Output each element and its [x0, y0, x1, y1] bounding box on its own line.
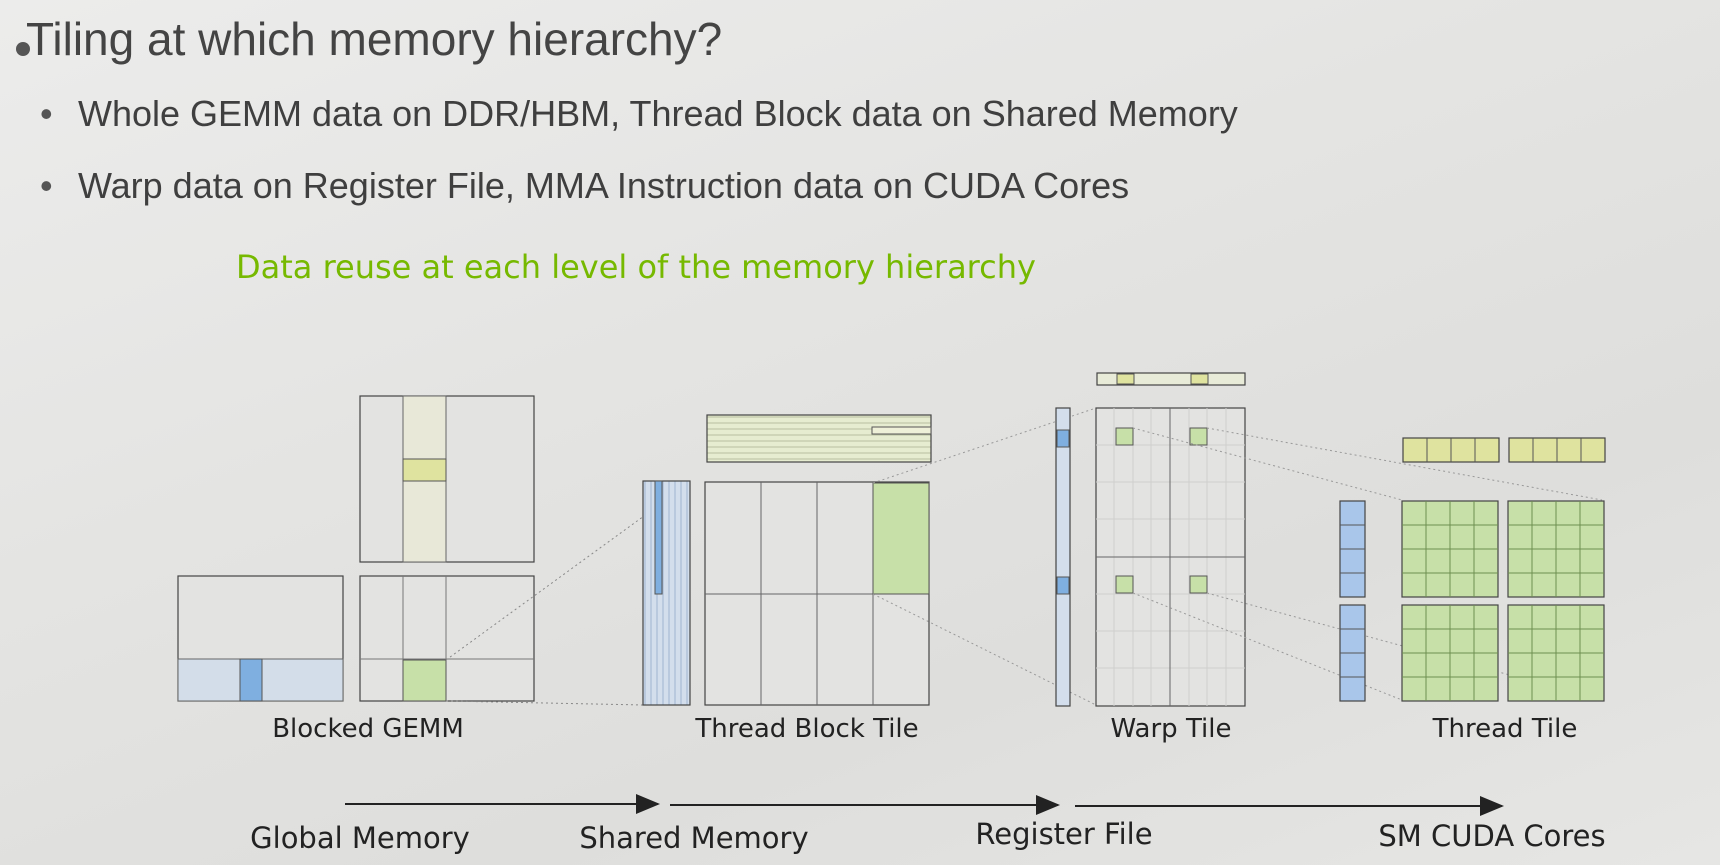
thread-block-tile-group: [642, 414, 932, 706]
warp-b-fragment: [1116, 373, 1135, 385]
thread-accumulator-tile: [1401, 500, 1499, 598]
warp-thread-tile: [1189, 427, 1208, 446]
thread-block-a-fragment: [654, 480, 663, 595]
slide-title-text: Tiling at which memory hierarchy?: [26, 13, 723, 65]
blocked-gemm-c-matrix: [359, 575, 535, 702]
warp-a-fragment: [1056, 576, 1070, 595]
slide-title: Tiling at which memory hierarchy?: [16, 12, 723, 66]
slide-subtitle: Data reuse at each level of the memory h…: [236, 248, 1036, 286]
warp-thread-tile: [1115, 575, 1134, 594]
memory-label-register: Register File: [975, 817, 1153, 851]
blocked-gemm-a-tile: [239, 658, 263, 702]
bullet-item: Warp data on Register File, MMA Instruct…: [40, 164, 1238, 208]
blocked-gemm-c-tile: [402, 659, 447, 702]
warp-thread-tile: [1115, 427, 1134, 446]
warp-thread-tile: [1189, 575, 1208, 594]
thread-a-fragment: [1339, 500, 1366, 598]
blocked-gemm-b-matrix: [359, 395, 535, 563]
thread-accumulator-tile: [1401, 604, 1499, 702]
projection-lines-1: [445, 515, 645, 706]
bullet-list: Whole GEMM data on DDR/HBM, Thread Block…: [40, 92, 1238, 236]
memory-label-cores: SM CUDA Cores: [1378, 819, 1606, 853]
tile-label-thread: Thread Tile: [1432, 714, 1578, 744]
thread-accumulator-tile: [1507, 500, 1605, 598]
memory-label-global: Global Memory: [250, 821, 470, 855]
thread-block-b-fragment: [871, 426, 932, 435]
blocked-gemm-b-tile: [402, 458, 447, 482]
thread-block-a-strip: [642, 480, 691, 706]
warp-a-fragment: [1056, 429, 1070, 448]
thread-b-fragment: [1402, 437, 1500, 463]
bullet-item: Whole GEMM data on DDR/HBM, Thread Block…: [40, 92, 1238, 136]
thread-tile-group: [1339, 437, 1606, 702]
memory-arrows: [345, 794, 1504, 816]
title-bullet-icon: [16, 42, 30, 56]
tile-label-warp: Warp Tile: [1110, 714, 1232, 744]
warp-tile-group: [1055, 372, 1246, 707]
thread-a-fragment: [1339, 604, 1366, 702]
tile-label-blocked-gemm: Blocked GEMM: [272, 714, 464, 744]
tile-label-thread-block: Thread Block Tile: [695, 714, 919, 744]
thread-b-fragment: [1508, 437, 1606, 463]
memory-label-shared: Shared Memory: [579, 821, 809, 855]
blocked-gemm-group: [177, 395, 535, 702]
thread-accumulator-tile: [1507, 604, 1605, 702]
thread-block-b-strip: [706, 414, 932, 463]
warp-b-fragment: [1190, 373, 1209, 385]
warp-a-strip: [1055, 407, 1071, 707]
thread-block-warp-tile: [872, 482, 930, 595]
